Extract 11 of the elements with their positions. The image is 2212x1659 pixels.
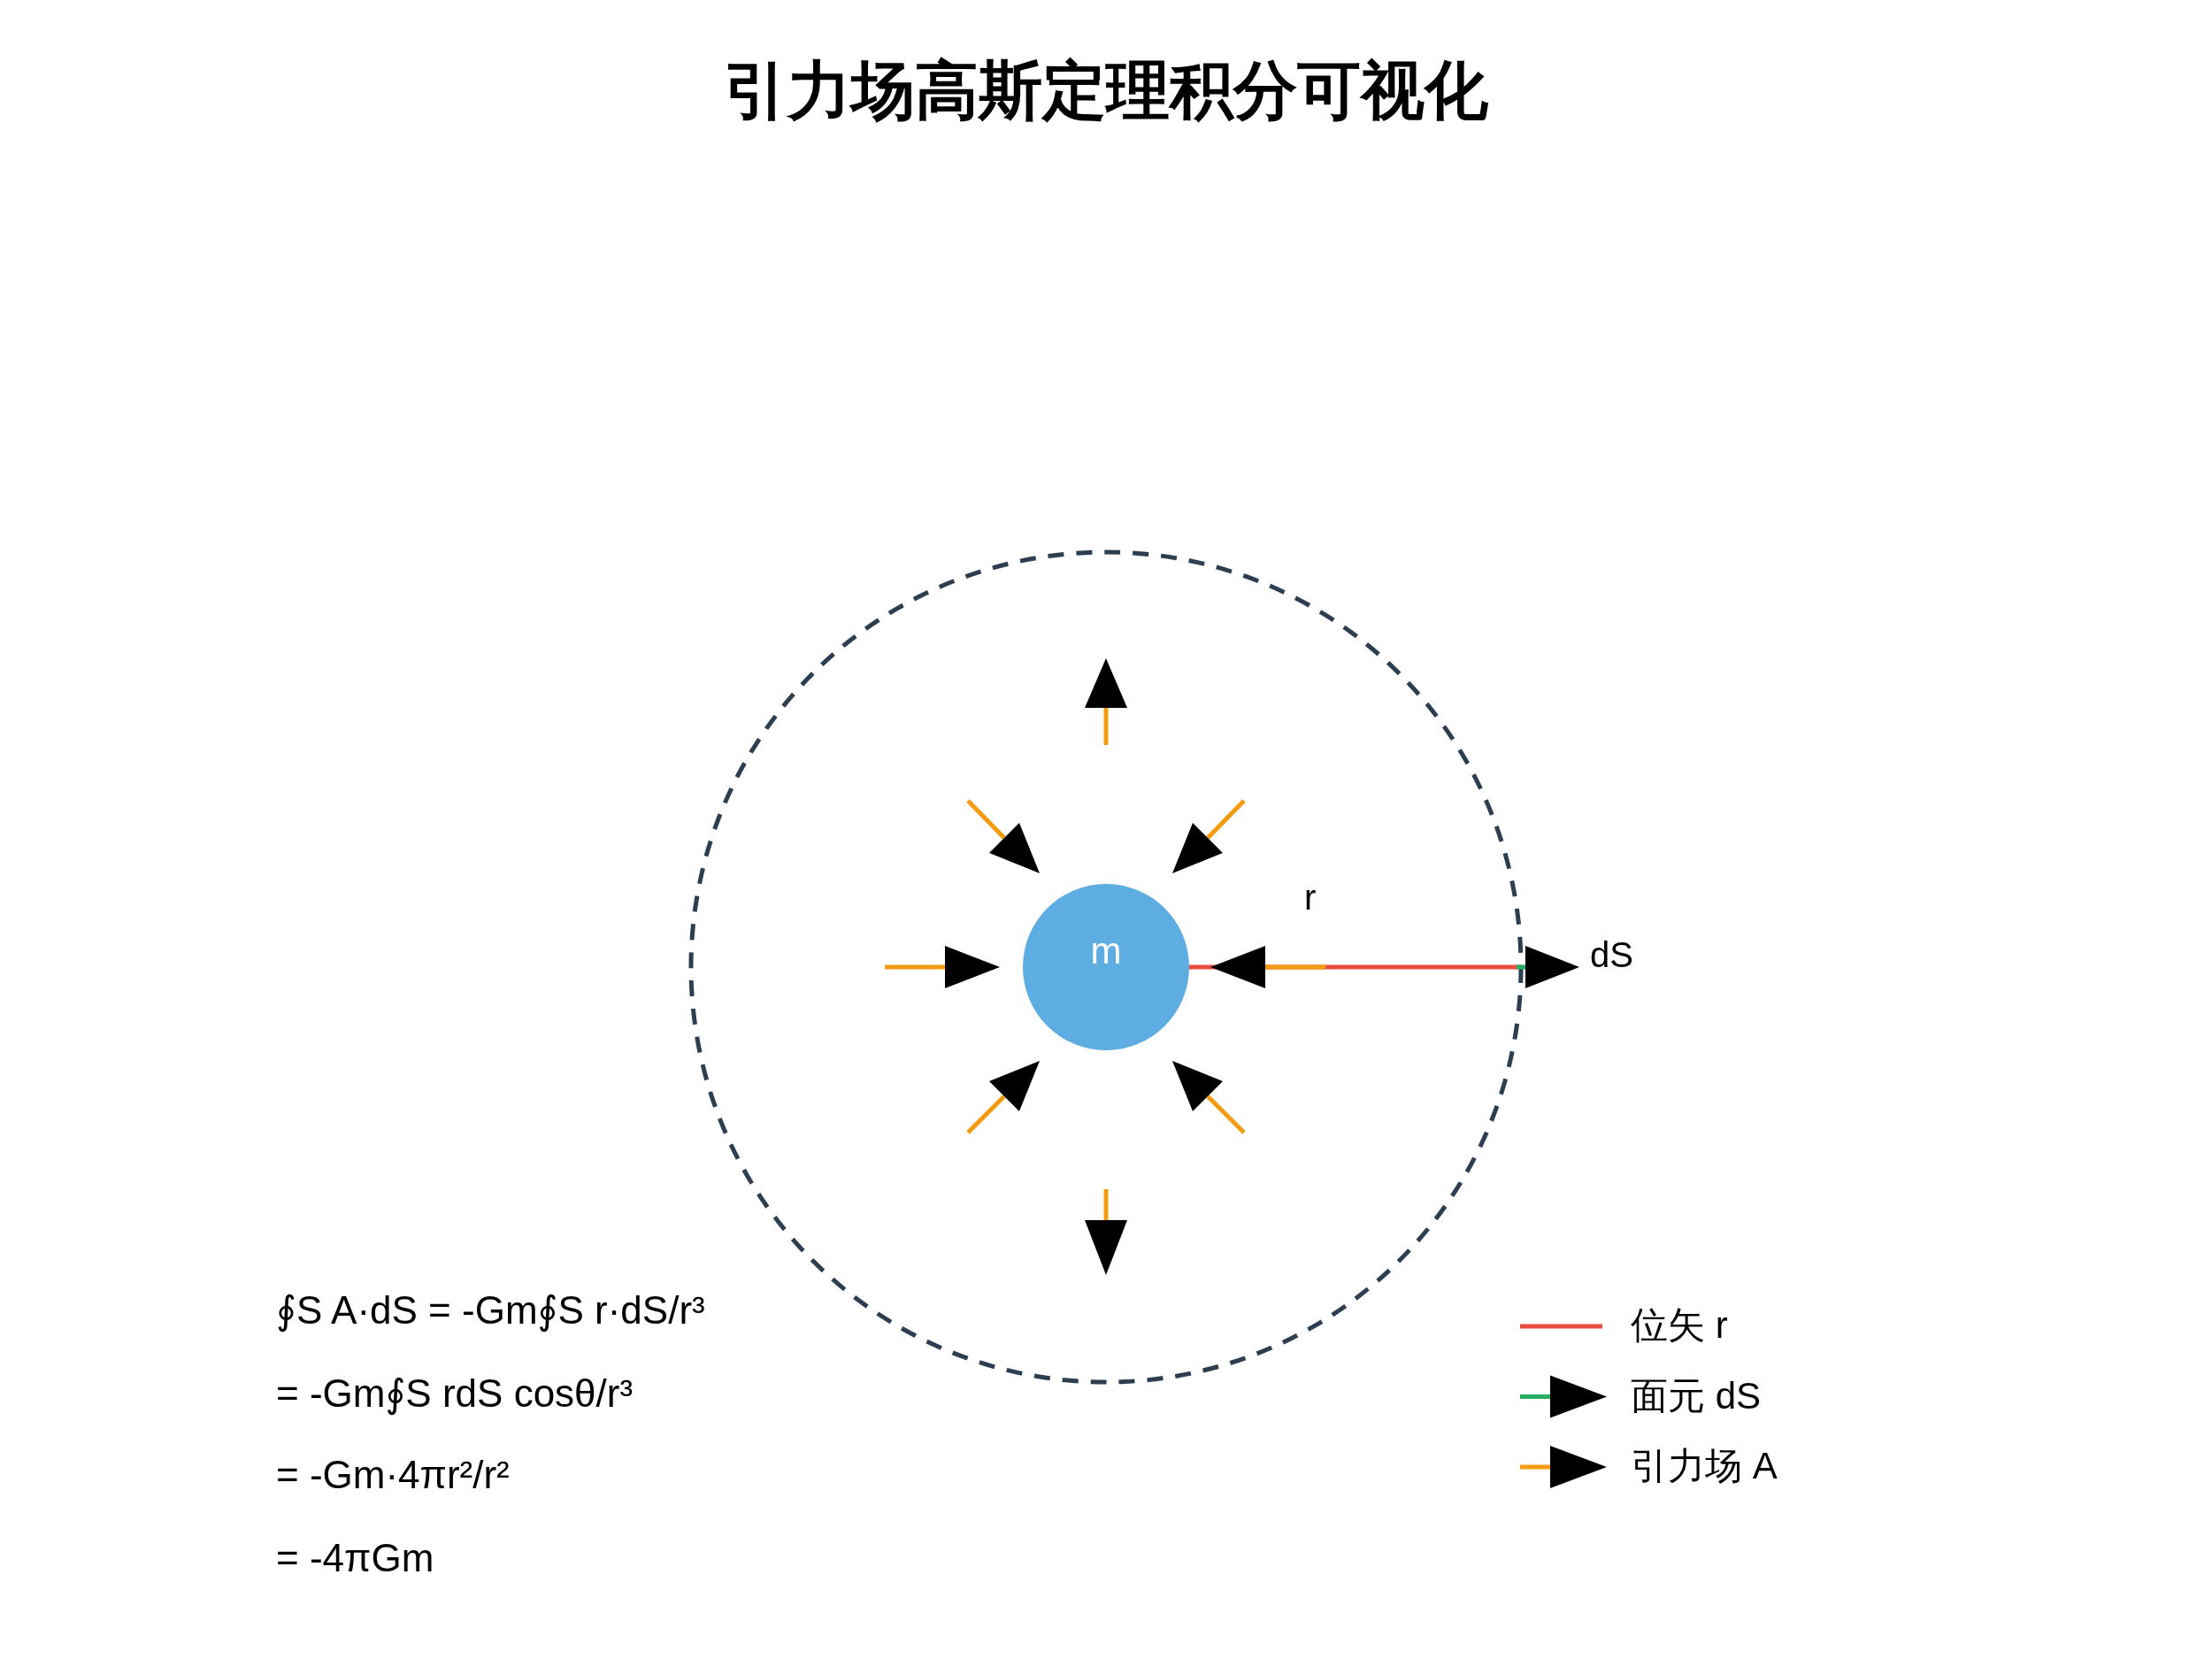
legend-label: 面元 dS	[1631, 1373, 1762, 1418]
formula-text: ∮S A·dS = -Gm∮S r·dS/r³	[276, 1287, 705, 1334]
legend-label: 位矢 r	[1631, 1303, 1728, 1348]
formula-text: = -Gm∮S rdS cosθ/r³	[276, 1371, 634, 1417]
legend-label: 引力场 A	[1631, 1444, 1778, 1488]
mass-label: m	[1089, 930, 1123, 972]
formula-text: = -4πGm	[276, 1535, 434, 1581]
vector-label: dS	[1590, 934, 1633, 976]
formula-text: = -Gm·4πr²/r²	[276, 1452, 510, 1498]
vector-label: r	[1304, 877, 1317, 918]
title: 引力场高斯定理积分可视化	[723, 54, 1489, 127]
